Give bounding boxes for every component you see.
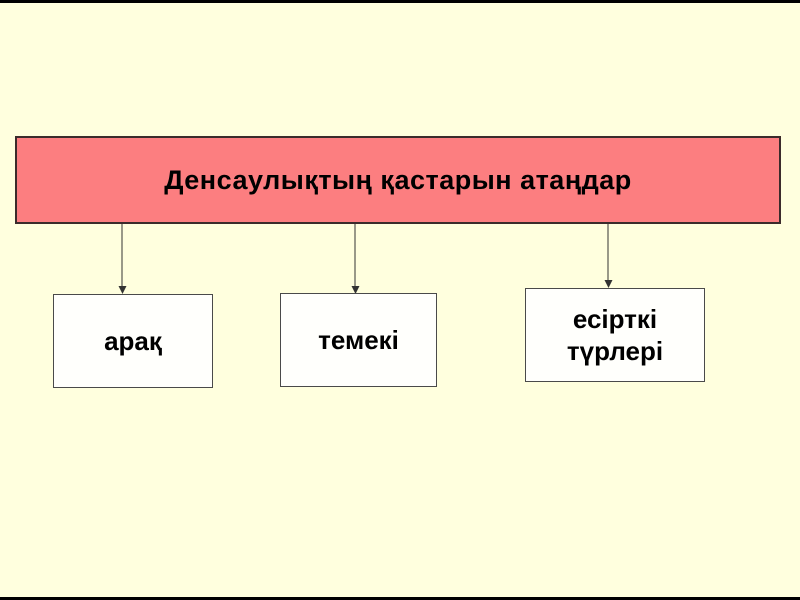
connector-arrow-2 (351, 224, 360, 294)
top-edge-bar (0, 0, 800, 3)
connector-line (354, 224, 356, 286)
header-box: Денсаулықтың қастарын атаңдар (15, 136, 781, 224)
bottom-edge-bar (0, 597, 800, 600)
connector-arrow-1 (118, 224, 127, 294)
connector-line (121, 224, 123, 286)
connector-line (607, 224, 609, 280)
node-label: темекі (318, 324, 399, 355)
connector-arrow-3 (604, 224, 613, 288)
node-label: арақ (104, 325, 162, 356)
arrowhead-down-icon (118, 286, 126, 294)
arrowhead-down-icon (351, 286, 359, 294)
arrowhead-down-icon (604, 280, 612, 288)
node-box-esirtki-turleri: есірткі түрлері (525, 288, 705, 382)
header-title: Денсаулықтың қастарын атаңдар (164, 164, 632, 195)
node-label: есірткі түрлері (566, 303, 664, 367)
node-box-temeki: темекі (280, 293, 437, 387)
node-box-arak: арақ (53, 294, 213, 388)
